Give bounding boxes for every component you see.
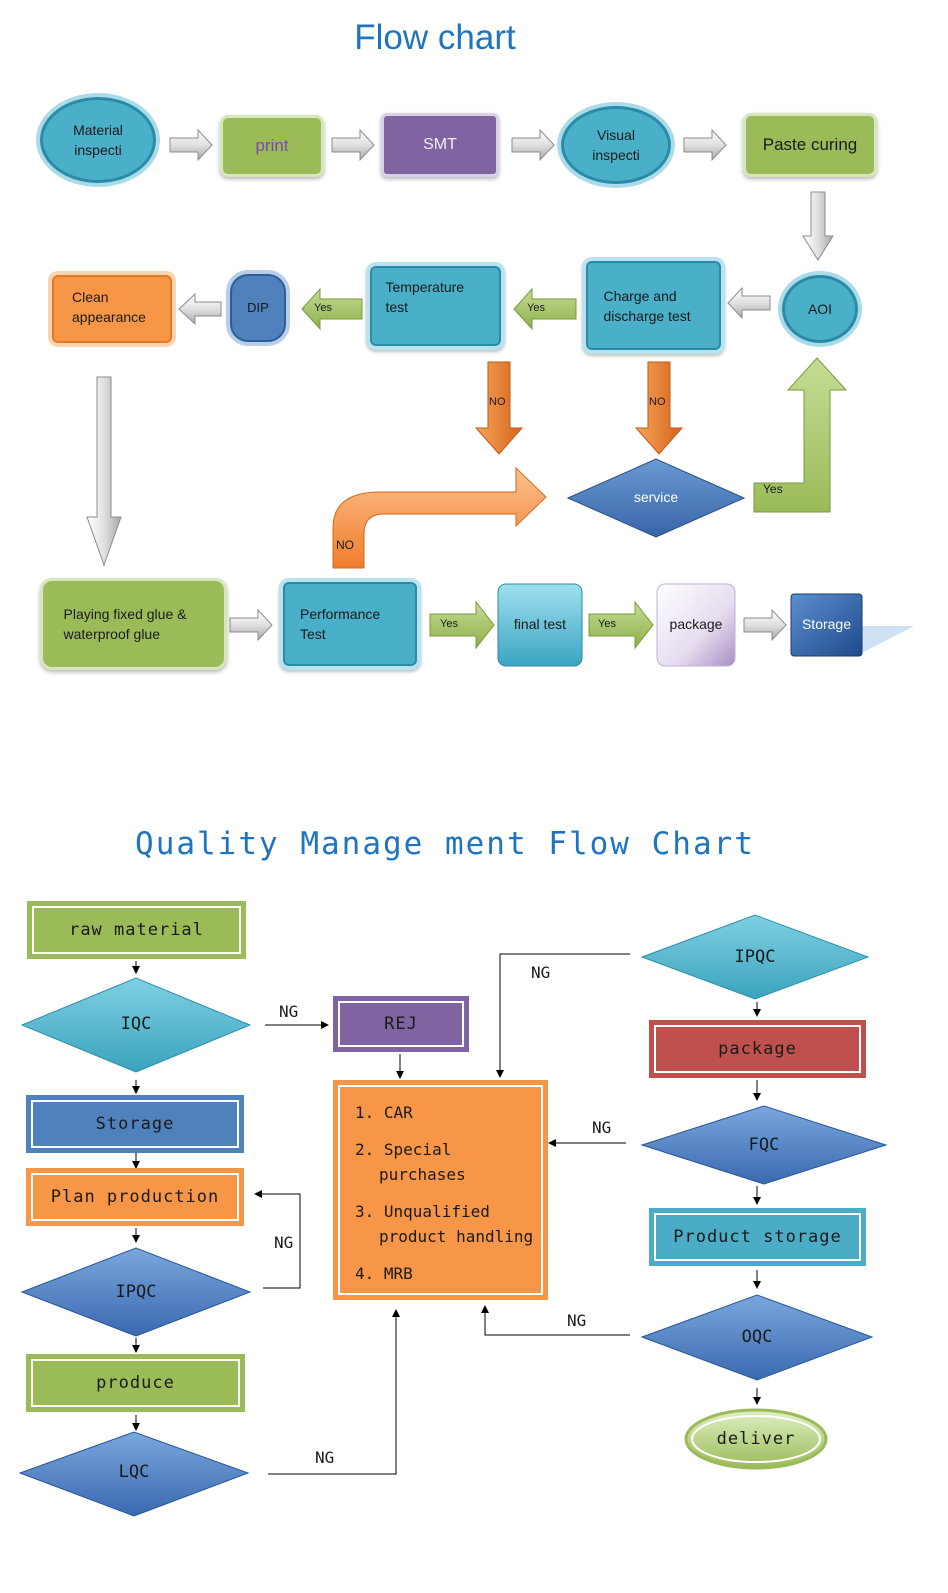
paste-curing-node: Paste curing (743, 113, 877, 177)
smt-label: SMT (423, 136, 457, 153)
aoi-node: AOI (778, 271, 862, 347)
final-test-label: final test (513, 616, 567, 632)
temperature-test-node: Temperature test (366, 262, 505, 350)
curved-no-arrow (332, 466, 547, 569)
performance-test-label: Performance Test (300, 606, 381, 642)
fqc-label: FQC (748, 1135, 780, 1155)
performance-test-node: Performance Test (279, 578, 421, 670)
dip-node: DIP (226, 270, 290, 346)
ipqc-left-diamond (20, 1247, 252, 1337)
deliver-label: deliver (716, 1429, 796, 1449)
smt-node: SMT (381, 113, 499, 177)
oqc-diamond (640, 1294, 874, 1381)
iqc-diamond (20, 977, 252, 1073)
ipqc-right-label: IPQC (734, 947, 776, 967)
raw-material-label: raw material (69, 920, 204, 940)
service-label: service (633, 489, 679, 505)
playing-glue-label: Playing fixed glue & waterproof glue (63, 606, 187, 642)
no-arrow (474, 361, 684, 455)
product-storage-label: Product storage (673, 1227, 842, 1247)
temperature-test-label: Temperature test (385, 279, 465, 315)
package-label: package (718, 1039, 797, 1059)
actions-list: 1. CAR 2. Special purchases 3. Unqualifi… (355, 1100, 533, 1286)
lqc-label: LQC (118, 1462, 150, 1482)
rej-label: REJ (384, 1014, 418, 1034)
product-storage-box: Product storage (649, 1208, 866, 1266)
yes-label: Yes (527, 302, 545, 314)
ng-label: NG (279, 1002, 299, 1021)
plan-production-label: Plan production (50, 1187, 220, 1207)
rej-box: REJ (333, 996, 469, 1052)
charge-discharge-label: Charge and discharge test (603, 287, 691, 324)
clean-appearance-label: Clean appearance (72, 289, 146, 325)
ng-label: NG (567, 1311, 587, 1330)
service-diamond (566, 458, 746, 538)
plan-production-box: Plan production (26, 1168, 244, 1226)
storage-label: Storage (95, 1114, 175, 1134)
yes-label: Yes (440, 618, 458, 630)
fqc-diamond (640, 1105, 888, 1185)
flow-chart-title: Flow chart (354, 18, 516, 57)
yes-label: Yes (598, 618, 616, 630)
visual-inspection-label: Visual inspecti (592, 127, 640, 163)
action-unqualified: 3. Unqualified (355, 1202, 490, 1221)
package-box: package (649, 1020, 866, 1078)
yes-up-arrow (753, 357, 848, 513)
no-label: NO (489, 396, 506, 408)
quality-chart-title: Quality Manage ment Flow Chart (135, 826, 755, 862)
package-box (656, 583, 736, 667)
aoi-label: AOI (807, 301, 833, 317)
storage-box: Storage (26, 1095, 244, 1153)
action-mrb: 4. MRB (355, 1264, 413, 1283)
ng-label: NG (531, 963, 551, 982)
no-label: NO (649, 396, 666, 408)
action-special-cont: purchases (379, 1165, 466, 1184)
ng-label: NG (592, 1118, 612, 1137)
yes-label: Yes (314, 302, 332, 314)
lqc-diamond (18, 1431, 250, 1517)
ipqc-left-label: IPQC (115, 1282, 157, 1302)
yes-label: Yes (763, 482, 783, 496)
ng-label: NG (315, 1448, 335, 1467)
charge-discharge-node: Charge and discharge test (582, 257, 725, 354)
actions-box: 1. CAR 2. Special purchases 3. Unqualifi… (333, 1080, 548, 1300)
oqc-label: OQC (741, 1327, 773, 1347)
material-inspection-label: Material inspecti (73, 122, 123, 158)
storage-label: Storage (801, 616, 852, 632)
action-car: 1. CAR (355, 1103, 413, 1122)
clean-appearance-node: Clean appearance (48, 271, 176, 347)
action-unqualified-cont: product handling (379, 1227, 534, 1246)
ipqc-right-diamond (640, 914, 870, 1000)
action-special: 2. Special (355, 1140, 452, 1159)
produce-label: produce (96, 1373, 175, 1393)
visual-inspection-node: Visual inspecti (557, 102, 675, 188)
material-inspection-node: Material inspecti (36, 93, 160, 187)
print-label: print (255, 136, 289, 155)
ng-label: NG (274, 1233, 294, 1252)
dip-label: DIP (247, 300, 269, 315)
gray-arrow (86, 128, 834, 642)
no-label: NO (336, 538, 354, 552)
deliver-oval (684, 1408, 828, 1470)
paste-curing-label: Paste curing (762, 135, 858, 154)
playing-glue-node: Playing fixed glue & waterproof glue (40, 578, 227, 670)
produce-box: produce (26, 1354, 245, 1412)
iqc-label: IQC (120, 1014, 152, 1034)
storage-box (790, 593, 863, 657)
package-label: package (669, 616, 723, 632)
yes-arrow (301, 287, 654, 650)
print-node: print (220, 115, 324, 177)
final-test-box (497, 583, 583, 667)
raw-material-box: raw material (27, 901, 246, 959)
